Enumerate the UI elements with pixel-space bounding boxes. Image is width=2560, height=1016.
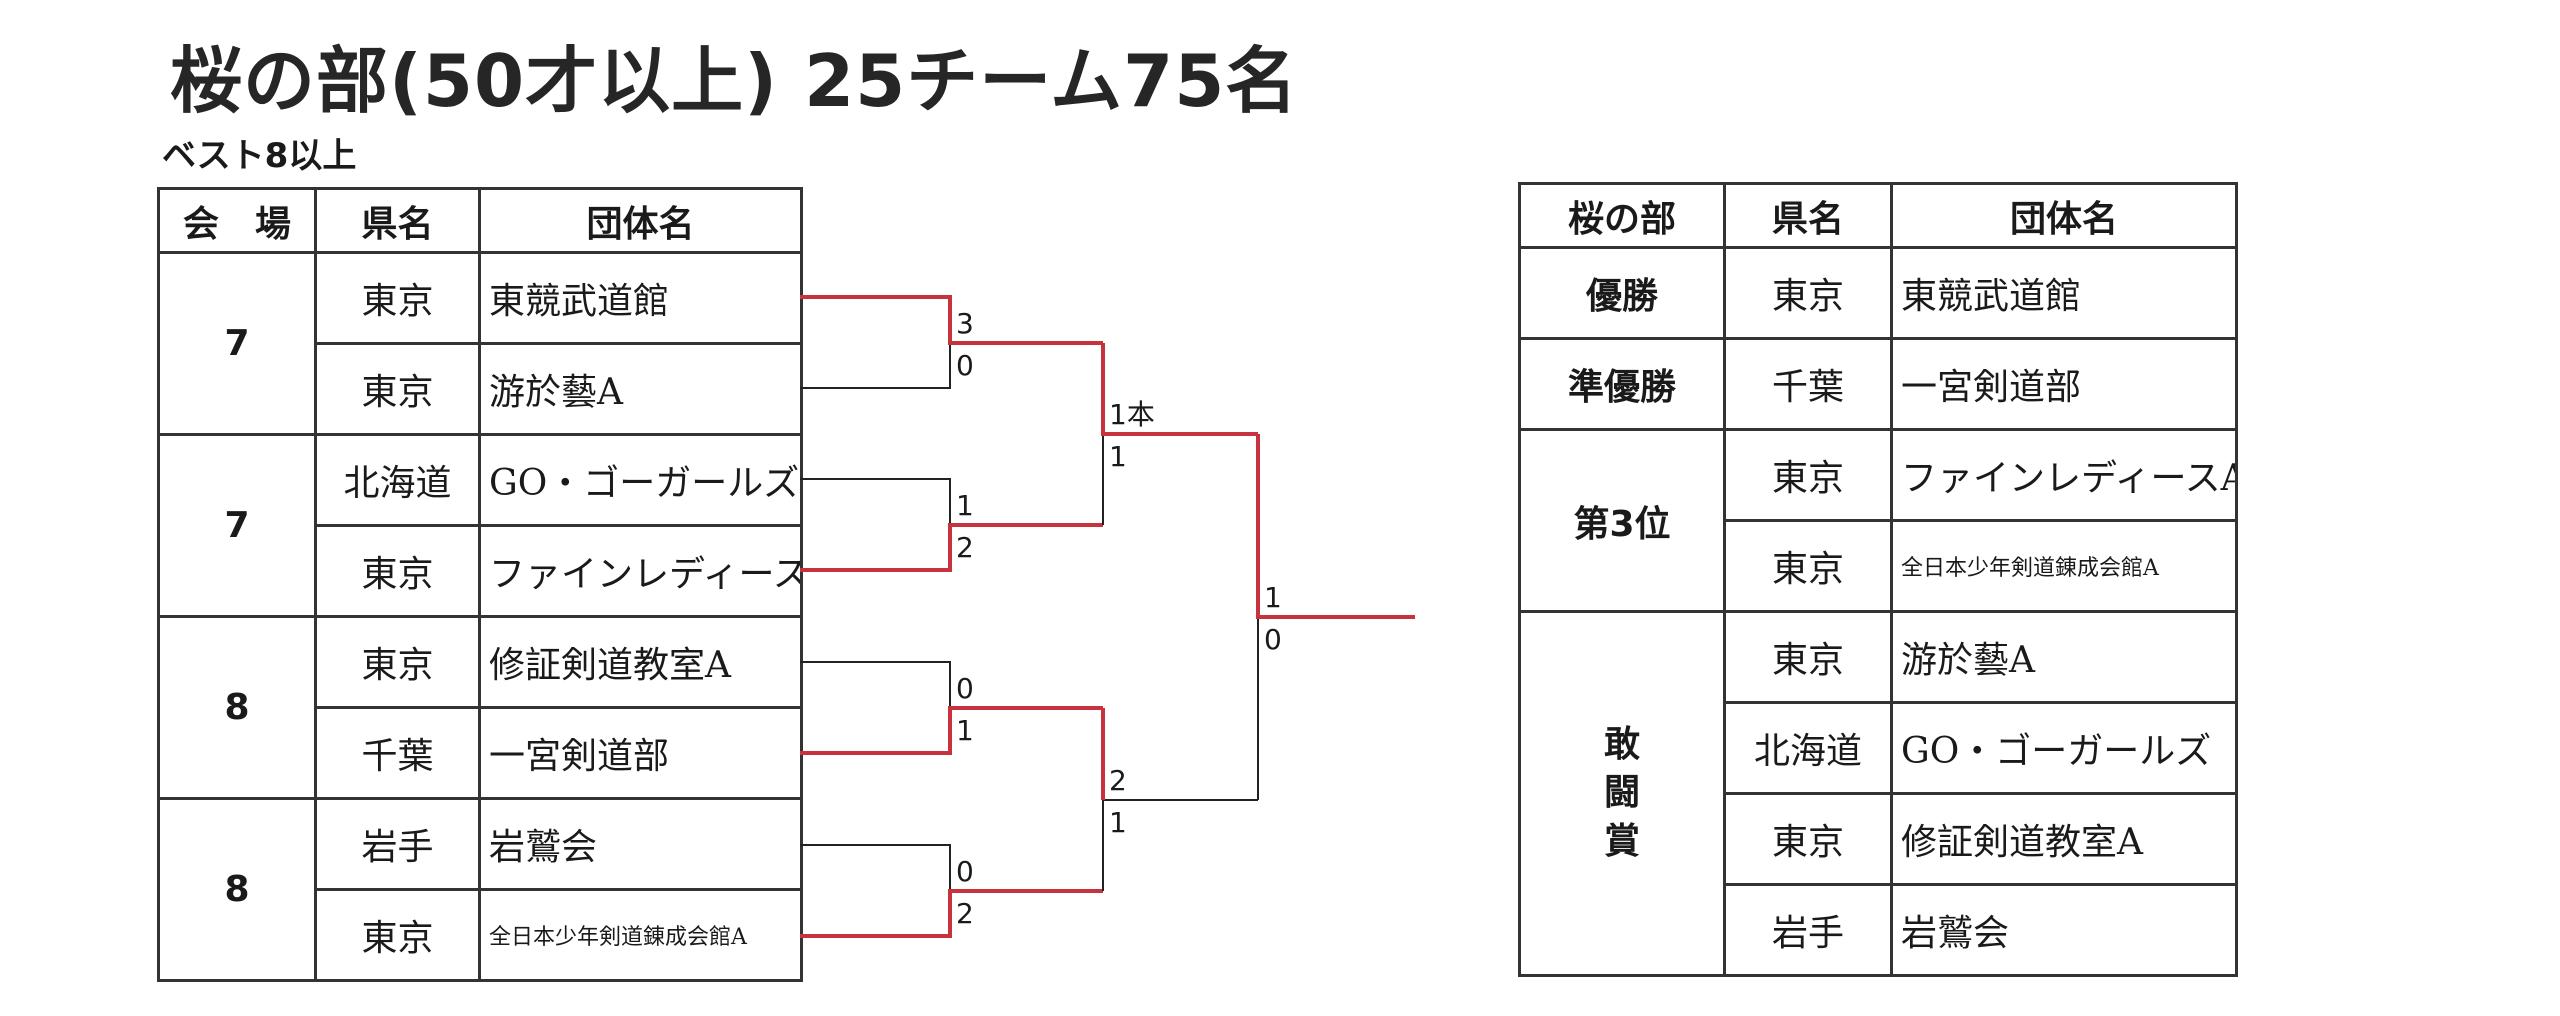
table-row: 東京 ファインレディースA — [159, 524, 803, 618]
prefecture-cell: 東京 — [1723, 792, 1893, 886]
bracket-score-r1: 1 — [956, 489, 974, 522]
bracket-score-sf: 1 — [1109, 440, 1127, 473]
prefecture-cell: 北海道 — [314, 433, 481, 527]
table-row: 岩手 岩鷲会 — [1520, 883, 2238, 977]
bracket-score-sf: 1本 — [1109, 398, 1155, 431]
page-title: 桜の部(50才以上) 25チーム75名 — [170, 39, 1299, 123]
bracket-score-sf: 2 — [1109, 764, 1127, 797]
bracket-line-r1-winner — [800, 523, 1103, 572]
bracket-score-final: 0 — [1264, 623, 1282, 656]
team-cell: 一宮剣道部 — [478, 706, 803, 800]
label-char: 闘 — [1603, 772, 1640, 814]
table-row: 東京 修証剣道教室A — [1520, 792, 2238, 886]
prefecture-cell: 千葉 — [1723, 337, 1893, 431]
bracket-line-r1-winner — [800, 889, 1103, 938]
label-char: 敢 — [1603, 723, 1640, 765]
table-row: 敢 闘 賞 東京 游於藝A — [1518, 610, 2238, 977]
prefecture-cell: 北海道 — [1723, 701, 1893, 795]
prefecture-cell: 東京 — [314, 888, 481, 982]
table-row: 8 東京 修証剣道教室A — [157, 615, 803, 800]
table-row: 優勝 東京 東競武道館 — [1518, 246, 2238, 340]
bracket-line-final-winner — [1256, 434, 1415, 619]
table-row: 準優勝 千葉 一宮剣道部 — [1518, 337, 2238, 431]
header-prefecture: 県名 — [314, 187, 481, 254]
bracket-line-r1-winner — [800, 295, 1103, 345]
team-cell: GO・ゴーガールズ — [478, 433, 803, 527]
bracket-entry-table: 会 場 県名 団体名 7 東京 東競武道館 東京 游於藝A 7 北海道 GO・ゴ… — [157, 187, 803, 982]
header-team: 団体名 — [478, 187, 803, 254]
team-cell: 全日本少年剣道錬成会館A — [478, 888, 803, 982]
prefecture-cell: 東京 — [1723, 610, 1893, 704]
team-cell: 修証剣道教室A — [1890, 792, 2238, 886]
rank-label-runner-up: 準優勝 — [1518, 337, 1726, 431]
bracket-line-r1-loser — [800, 661, 951, 708]
team-cell: 游於藝A — [1890, 610, 2238, 704]
table-header-row: 会 場 県名 団体名 — [157, 187, 803, 254]
prefecture-cell: 岩手 — [314, 797, 481, 891]
bracket-line-sf-winner — [1101, 343, 1258, 436]
prefecture-cell: 東京 — [1723, 519, 1893, 613]
bracket-score-sf: 1 — [1109, 806, 1127, 839]
team-cell: 修証剣道教室A — [478, 615, 803, 709]
fighting-spirit-label: 敢 闘 賞 — [1604, 721, 1640, 867]
bracket-score-r1: 2 — [956, 897, 974, 930]
team-cell: 一宮剣道部 — [1890, 337, 2238, 431]
prefecture-cell: 東京 — [314, 615, 481, 709]
table-row: 東京 全日本少年剣道錬成会館A — [1520, 519, 2238, 613]
bracket-scores: 3 0 1 2 0 1 0 2 1本 1 2 1 1 0 — [956, 307, 1282, 930]
bracket-score-r1: 1 — [956, 714, 974, 747]
table-row: 千葉 一宮剣道部 — [159, 706, 803, 800]
team-cell: 游於藝A — [478, 342, 803, 436]
label-char: 賞 — [1603, 820, 1640, 862]
bracket-score-r1: 2 — [956, 531, 974, 564]
header-team: 団体名 — [1890, 182, 2238, 249]
venue-cell: 8 — [157, 797, 317, 982]
table-row: 東京 全日本少年剣道錬成会館A — [159, 888, 803, 982]
bracket-line-r1-loser — [800, 478, 951, 525]
bracket-line-r1-loser — [800, 343, 951, 389]
prefecture-cell: 東京 — [1723, 246, 1893, 340]
rank-label-fighting-spirit: 敢 闘 賞 — [1518, 610, 1726, 977]
bracket-score-r1: 0 — [956, 349, 974, 382]
prefecture-cell: 東京 — [1723, 428, 1893, 522]
team-cell: ファインレディースA — [478, 524, 803, 618]
bracket-score-r1: 3 — [956, 307, 974, 340]
page-subtitle: ベスト8以上 — [162, 136, 357, 176]
team-cell: 全日本少年剣道錬成会館A — [1890, 519, 2238, 613]
team-cell: 岩鷲会 — [478, 797, 803, 891]
bracket-line-r1-winner — [800, 706, 1103, 755]
header-division: 桜の部 — [1518, 182, 1726, 249]
venue-cell: 8 — [157, 615, 317, 800]
results-table: 桜の部 県名 団体名 優勝 東京 東競武道館 準優勝 千葉 一宮剣道部 第3位 … — [1518, 182, 2238, 977]
header-venue: 会 場 — [157, 187, 317, 254]
venue-cell: 7 — [157, 433, 317, 618]
prefecture-cell: 岩手 — [1723, 883, 1893, 977]
bracket-lines — [800, 295, 1415, 938]
team-cell: 東競武道館 — [478, 251, 803, 345]
bracket-score-final: 1 — [1264, 581, 1282, 614]
table-header-row: 桜の部 県名 団体名 — [1518, 182, 2238, 249]
table-row: 7 北海道 GO・ゴーガールズ — [157, 433, 803, 618]
prefecture-cell: 千葉 — [314, 706, 481, 800]
rank-label-third: 第3位 — [1518, 428, 1726, 613]
table-row: 8 岩手 岩鷲会 — [157, 797, 803, 982]
venue-cell: 7 — [157, 251, 317, 436]
table-row: 第3位 東京 ファインレディースA — [1518, 428, 2238, 613]
table-row: 東京 游於藝A — [159, 342, 803, 436]
team-cell: 岩鷲会 — [1890, 883, 2238, 977]
prefecture-cell: 東京 — [314, 342, 481, 436]
rank-label-champion: 優勝 — [1518, 246, 1726, 340]
prefecture-cell: 東京 — [314, 524, 481, 618]
header-prefecture: 県名 — [1723, 182, 1893, 249]
team-cell: 東競武道館 — [1890, 246, 2238, 340]
table-row: 北海道 GO・ゴーガールズ — [1520, 701, 2238, 795]
team-cell: ファインレディースA — [1890, 428, 2238, 522]
bracket-line-r1-loser — [800, 844, 951, 891]
team-cell: GO・ゴーガールズ — [1890, 701, 2238, 795]
table-row: 7 東京 東競武道館 — [157, 251, 803, 436]
bracket-score-r1: 0 — [956, 855, 974, 888]
bracket-score-r1: 0 — [956, 672, 974, 705]
prefecture-cell: 東京 — [314, 251, 481, 345]
